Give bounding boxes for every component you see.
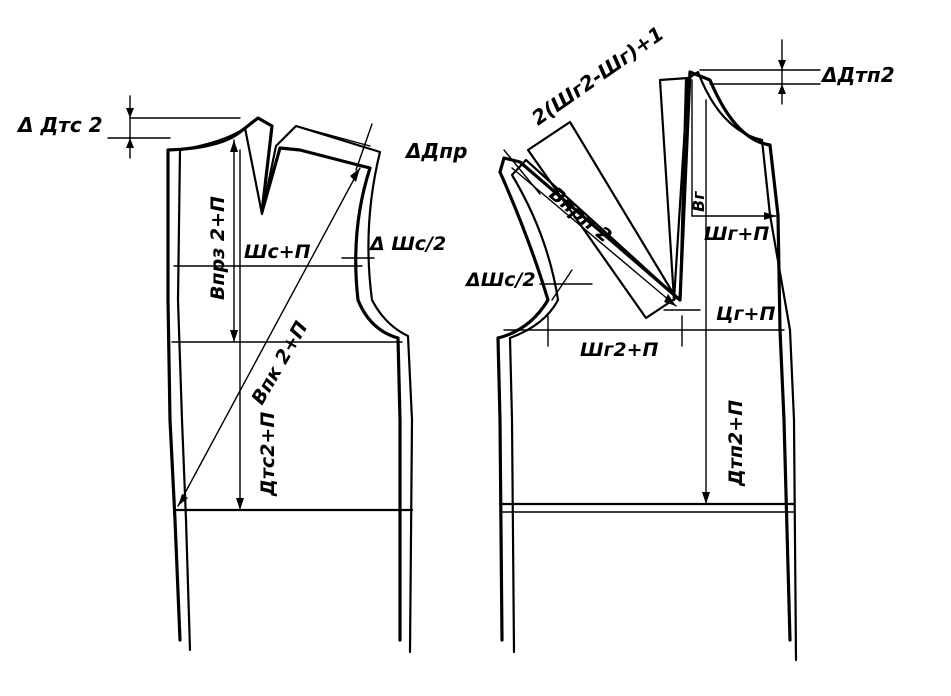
- front-inner-contour: [508, 70, 798, 662]
- back-diagonal-arrow-top: [350, 168, 360, 182]
- label-front-formula: 2(Шг2-Шг)+1: [527, 21, 668, 130]
- label-back-dtc2: Δ Дтс 2: [16, 113, 103, 137]
- back-dtc-arrow-top: [126, 108, 134, 118]
- front-shoulder-transfer: [526, 120, 678, 320]
- label-front-vprp2: Впрп 2: [545, 183, 616, 248]
- front-chest-arrow: [764, 212, 776, 220]
- back-diagonal-dimension: [177, 167, 361, 507]
- front-pattern-piece: [496, 39, 821, 662]
- back-pattern-piece: [107, 95, 414, 654]
- back-outer-contour: [166, 116, 402, 642]
- back-dtc-arrow-bottom: [126, 138, 134, 148]
- back-diagonal-arrow-bottom: [178, 494, 188, 506]
- front-waist-arrow: [702, 492, 710, 504]
- back-vertical-arrow-top: [230, 140, 238, 152]
- front-vprp-dimension: [511, 167, 677, 307]
- dimension-labels: Δ Дтс 2 ΔДпр Впрз 2+П Шс+П Δ Шс/2 Впк 2+…: [16, 21, 895, 497]
- front-dtp-arrow-bottom: [778, 84, 786, 94]
- label-back-dtc2p: Дтс2+П: [257, 412, 279, 497]
- front-formula-tick: [503, 149, 541, 195]
- back-dpr-tick: [355, 123, 373, 171]
- label-front-dtp2: ΔДтп2: [820, 63, 895, 87]
- back-waist-arrow-bottom: [236, 498, 244, 510]
- front-outer-contour: [496, 70, 792, 642]
- label-back-dpr: ΔДпр: [404, 139, 467, 163]
- label-back-vpk2p-diag: Впк 2+П: [247, 318, 312, 409]
- label-front-dtp2p: Дтп2+П: [725, 400, 747, 487]
- label-front-vg: Вг: [689, 191, 708, 212]
- label-front-dshc2: ΔШс/2: [464, 269, 536, 291]
- front-dtp-arrow-top: [778, 60, 786, 70]
- back-inner-contour: [176, 124, 414, 654]
- front-shc-marker-diag: [551, 269, 573, 301]
- label-front-shgp: Шг+П: [704, 223, 769, 245]
- label-back-shcp: Шс+П: [244, 241, 311, 263]
- back-vertical-arrow-bottom: [230, 330, 238, 342]
- back-dpr-line: [295, 125, 371, 147]
- label-back-vpk2p: Впрз 2+П: [207, 196, 229, 300]
- label-back-dshc2: Δ Шс/2: [368, 233, 446, 255]
- label-front-cgp: Цг+П: [716, 303, 775, 325]
- label-front-shg2p: Шг2+П: [580, 339, 659, 361]
- front-dart-leg: [658, 76, 690, 302]
- front-vprp-arrow: [664, 294, 676, 306]
